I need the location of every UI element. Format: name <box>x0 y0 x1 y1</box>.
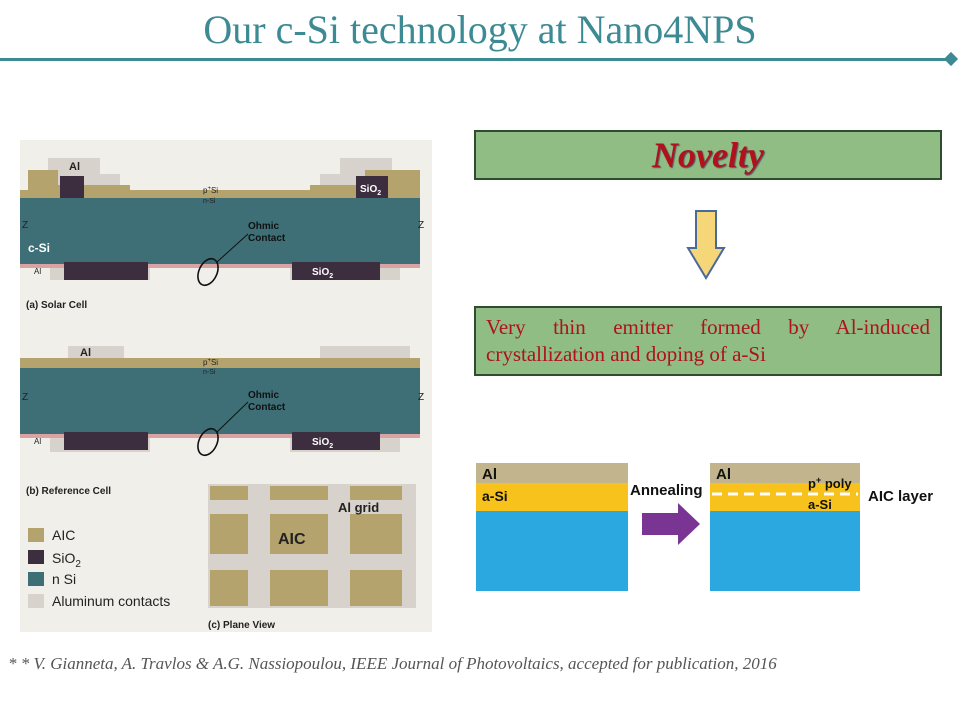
reference-cell-cross-section: Al p+Si n-Si Ohmic Contact Al SiO2 Z Z (… <box>20 346 424 497</box>
novelty-heading: Novelty <box>652 135 764 175</box>
ref-z-right: Z <box>418 392 424 403</box>
plane-cell <box>350 514 402 554</box>
ref-aic-layer <box>20 358 420 368</box>
ref-z-left: Z <box>22 392 28 403</box>
solar-sio2-bottom-right <box>292 262 380 280</box>
solar-ohmic-marker <box>197 257 219 287</box>
emitter-description-box: Very thin emitter formed by Al-induced c… <box>474 306 942 376</box>
ref-sio2-bottom-left <box>64 432 148 450</box>
before-al-label: Al <box>482 466 497 483</box>
ref-backside-layer <box>20 434 420 438</box>
annealing-label: Annealing <box>630 482 703 499</box>
title-rule <box>0 58 950 61</box>
solar-nsi-label: n-Si <box>203 198 216 205</box>
legend-label-nsi: n Si <box>52 571 76 587</box>
ref-ohmic-label-2: Contact <box>248 402 286 413</box>
ref-ohmic-label-1: Ohmic <box>248 390 280 401</box>
plane-cell <box>210 514 248 554</box>
slide-title: Our c-Si technology at Nano4NPS <box>203 7 757 52</box>
ref-sio2-bottom-label: SiO2 <box>312 437 333 450</box>
solar-caption: (a) Solar Cell <box>26 300 87 311</box>
down-arrow-icon <box>686 210 726 280</box>
solar-sio2-bottom-label: SiO2 <box>312 267 333 280</box>
material-legend: AIC SiO2 n Si Aluminum contacts <box>28 527 170 609</box>
before-asi-label: a-Si <box>482 488 508 504</box>
cell-structure-figure: Al SiO2 p+Si n-Si c-Si Ohmic Contact Al … <box>20 140 432 632</box>
plane-cell <box>270 570 328 606</box>
solar-al-label: Al <box>69 161 80 173</box>
ref-psi-label: p+Si <box>203 358 218 367</box>
before-asi-layer <box>476 483 628 511</box>
solar-aic-left <box>28 170 130 195</box>
after-asi-label: a-Si <box>808 497 832 512</box>
solar-cell-cross-section: Al SiO2 p+Si n-Si c-Si Ohmic Contact Al … <box>20 158 424 311</box>
solar-ohmic-label-1: Ohmic <box>248 221 280 232</box>
after-asi-layer <box>710 483 860 511</box>
title-rule-end-dot <box>943 51 959 67</box>
plane-view-caption: (c) Plane View <box>208 620 275 631</box>
after-al-layer <box>710 463 860 483</box>
plane-cell <box>270 486 328 500</box>
solar-ohmic-label-2: Contact <box>248 233 286 244</box>
legend-label-aic: AIC <box>52 527 75 543</box>
plane-cell <box>270 514 328 554</box>
ref-al-bottom-label: Al <box>34 437 41 446</box>
legend-swatch-sio2 <box>28 550 44 564</box>
plane-cell <box>350 570 402 606</box>
plane-cell <box>210 570 248 606</box>
emitter-description: Very thin emitter formed by Al-induced c… <box>486 315 930 366</box>
before-al-layer <box>476 463 628 483</box>
ref-ohmic-leader <box>216 401 249 433</box>
ref-top-contact-left <box>68 346 124 360</box>
aic-process-diagram: Al a-Si Annealing Al p+ poly a-Si AIC la… <box>476 463 933 591</box>
after-ppoly-label: p+ poly <box>808 475 852 491</box>
solar-psi-label: p+Si <box>203 186 218 195</box>
after-al-label: Al <box>716 466 731 483</box>
after-substrate <box>710 511 860 591</box>
solar-al-bottom-label: Al <box>34 267 41 276</box>
ref-caption: (b) Reference Cell <box>26 486 111 497</box>
solar-aic-layer <box>20 190 420 198</box>
ref-sio2-bottom-right <box>292 432 380 450</box>
citation-footnote: * * V. Gianneta, A. Travlos & A.G. Nassi… <box>8 654 777 673</box>
legend-label-aluminum: Aluminum contacts <box>52 593 170 609</box>
legend-swatch-aluminum <box>28 594 44 608</box>
legend-swatch-aic <box>28 528 44 542</box>
plane-view-grid-label: Al grid <box>338 500 379 515</box>
ref-nsi-bulk <box>20 368 420 434</box>
solar-sio2-pad-top <box>356 176 388 198</box>
annealing-arrow-icon <box>642 503 700 545</box>
plane-view: AIC Al grid (c) Plane View <box>208 484 416 631</box>
cell-structure-diagram: Al SiO2 p+Si n-Si c-Si Ohmic Contact Al … <box>20 158 424 631</box>
ref-top-contact-right <box>320 346 410 360</box>
ref-ohmic-marker <box>197 427 219 457</box>
before-substrate <box>476 511 628 591</box>
solar-nsi-bulk <box>20 198 420 264</box>
legend-label-sio2: SiO2 <box>52 550 81 570</box>
ref-nsi-label: n-Si <box>203 369 216 376</box>
legend-swatch-nsi <box>28 572 44 586</box>
solar-sio2-top-label: SiO2 <box>360 184 381 197</box>
novelty-heading-box: Novelty <box>474 130 942 180</box>
plane-cell <box>350 486 402 500</box>
solar-z-right: Z <box>418 220 424 231</box>
plane-view-aic-label: AIC <box>278 531 306 548</box>
solar-ohmic-leader <box>216 233 249 263</box>
aic-layer-label: AIC layer <box>868 488 933 505</box>
solar-z-left: Z <box>22 220 28 231</box>
solar-sio2-bottom-left <box>64 262 148 280</box>
plane-cell <box>210 486 248 500</box>
solar-backside-layer <box>20 264 420 268</box>
solar-al-pad <box>60 176 84 198</box>
ref-al-label: Al <box>80 347 91 359</box>
solar-csi-label: c-Si <box>28 241 50 255</box>
